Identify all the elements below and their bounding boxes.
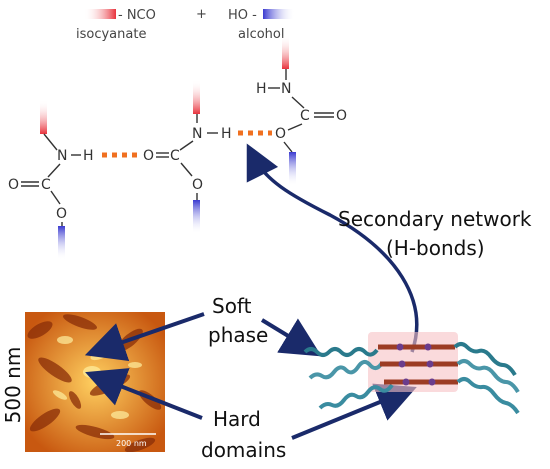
nco-formula: - NCO bbox=[118, 8, 156, 23]
isocyanate-label: isocyanate bbox=[76, 27, 146, 42]
atom-o-carbonyl: O bbox=[336, 108, 347, 124]
soft-phase-label: Soft bbox=[212, 294, 252, 318]
alcohol-stub bbox=[193, 200, 200, 234]
isocyanate-gradient-bar bbox=[84, 9, 116, 19]
atom-c: C bbox=[170, 148, 180, 164]
urethane-unit-middle: N H C O O bbox=[143, 80, 232, 234]
soft-segment-chain-1 bbox=[303, 347, 379, 357]
hard-domains-label: Hard bbox=[213, 407, 261, 431]
soft-segment-chain-3 bbox=[318, 383, 394, 410]
soft-segment-chain-1b bbox=[453, 342, 517, 377]
soft-phase-arrow-afm bbox=[84, 312, 205, 362]
atom-h: H bbox=[83, 148, 94, 164]
atom-h: H bbox=[221, 126, 232, 142]
atom-o-ester: O bbox=[192, 177, 203, 193]
atom-o-carbonyl: O bbox=[143, 148, 154, 164]
atom-h: H bbox=[256, 81, 267, 97]
secondary-network-label: Secondary network bbox=[338, 207, 532, 231]
hard-domains-arrow-afm bbox=[85, 368, 203, 420]
isocyanate-stub bbox=[40, 100, 47, 134]
soft-phase-arrow-chain bbox=[260, 318, 322, 357]
atom-c: C bbox=[41, 177, 51, 193]
alcohol-label: alcohol bbox=[238, 27, 284, 42]
urethane-unit-right: N H C O O bbox=[256, 35, 347, 186]
plus-sign: + bbox=[196, 7, 207, 22]
soft-segment-chain-2 bbox=[308, 360, 384, 380]
soft-segment-chain-3b bbox=[456, 377, 520, 415]
polymer-chains bbox=[303, 332, 520, 415]
hard-domains-label-2: domains bbox=[201, 438, 286, 462]
urethane-unit-left: N H C O O bbox=[8, 100, 94, 260]
afm-scalebar-label: 200 nm bbox=[116, 439, 147, 448]
atom-o-ester: O bbox=[275, 126, 286, 142]
ho-formula: HO - bbox=[228, 8, 257, 23]
atom-n: N bbox=[281, 81, 291, 97]
soft-segment-chain-2b bbox=[456, 359, 520, 394]
alcohol-stub bbox=[58, 226, 65, 260]
soft-phase-label-2: phase bbox=[208, 323, 268, 347]
atom-o-ester: O bbox=[56, 206, 67, 222]
alcohol-gradient-bar bbox=[263, 9, 295, 19]
secondary-network-arrow bbox=[246, 143, 419, 353]
isocyanate-stub bbox=[282, 35, 289, 69]
atom-n: N bbox=[57, 148, 67, 164]
alcohol-stub bbox=[289, 152, 296, 186]
atom-n: N bbox=[192, 126, 202, 142]
atom-c: C bbox=[300, 108, 310, 124]
isocyanate-stub bbox=[193, 80, 200, 114]
afm-size-label: 500 nm bbox=[1, 347, 25, 424]
hbonds-label: (H-bonds) bbox=[386, 236, 485, 260]
hard-domains-arrow-chain bbox=[291, 383, 417, 440]
legend: - NCO isocyanate + HO - alcohol bbox=[76, 7, 295, 42]
atom-o-carbonyl: O bbox=[8, 177, 19, 193]
